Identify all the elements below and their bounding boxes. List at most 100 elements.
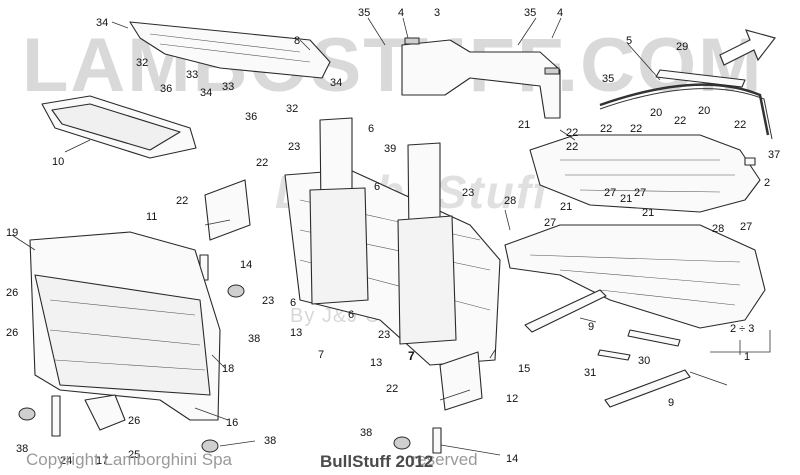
callout-38: 38	[264, 435, 276, 447]
direction-arrow-icon	[719, 29, 777, 66]
callout-3: 3	[434, 7, 440, 19]
part-19-bulkhead	[29, 231, 221, 421]
callout-22: 22	[674, 115, 686, 127]
callout-6: 6	[368, 123, 374, 135]
callout-2: 2	[764, 177, 770, 189]
callout-38: 38	[16, 443, 28, 455]
callout-6: 6	[348, 309, 354, 321]
part-6-column-right	[397, 142, 457, 345]
callout-23: 23	[378, 329, 390, 341]
copyright-owner: Copyright Lamborghini Spa	[26, 450, 233, 469]
callout-22: 22	[566, 141, 578, 153]
callout-13: 13	[370, 357, 382, 369]
callout-36: 36	[245, 111, 257, 123]
callout-27: 27	[544, 217, 556, 229]
callout-22: 22	[600, 123, 612, 135]
callout-33: 33	[186, 69, 198, 81]
callout-21: 21	[642, 207, 654, 219]
callout-26: 26	[6, 287, 18, 299]
callout-31: 31	[584, 367, 596, 379]
callout-8: 8	[294, 35, 300, 47]
callout-29: 29	[676, 41, 688, 53]
part-37-clip	[744, 157, 756, 166]
callout-22: 22	[734, 119, 746, 131]
part-8-top-beam	[129, 21, 331, 79]
callout-6: 6	[374, 181, 380, 193]
callout-25: 25	[128, 449, 140, 461]
callout-2-3: 2 ÷ 3	[730, 323, 754, 335]
callout-9: 9	[588, 321, 594, 333]
callout-27: 27	[740, 221, 752, 233]
callout-4: 4	[557, 7, 563, 19]
part-11-bracket	[204, 179, 251, 241]
callout-27: 27	[634, 187, 646, 199]
leader-lines	[11, 17, 741, 456]
callout-32: 32	[286, 103, 298, 115]
part-14-pin-lower	[432, 427, 442, 454]
callout-20: 20	[698, 105, 710, 117]
part-5-rail	[599, 83, 773, 140]
brand-stamp: BullStuff 2012	[320, 452, 434, 471]
callout-7: 7	[408, 349, 415, 363]
callout-30: 30	[638, 355, 650, 367]
callout-labels: 34 32 36 33 34 33 36 32 34 8 10 35 4 3 3…	[6, 7, 780, 467]
part-9-bar-upper	[524, 289, 607, 333]
callout-10: 10	[52, 156, 64, 168]
part-9-bar-lower	[604, 369, 691, 408]
part-38-grommets	[18, 284, 411, 453]
callout-21: 21	[620, 193, 632, 205]
callout-14: 14	[240, 259, 252, 271]
callout-22: 22	[630, 123, 642, 135]
callout-5: 5	[626, 35, 632, 47]
callout-6: 6	[290, 297, 296, 309]
part-24-rod	[51, 395, 61, 437]
callout-28: 28	[712, 223, 724, 235]
callout-27: 27	[604, 187, 616, 199]
part-29-strip	[655, 69, 746, 88]
callout-21: 21	[560, 201, 572, 213]
part-1-lower-tub	[504, 224, 766, 329]
callout-23: 23	[262, 295, 274, 307]
callout-28: 28	[504, 195, 516, 207]
callout-4: 4	[398, 7, 404, 19]
callout-1: 1	[744, 351, 750, 363]
callout-39: 39	[384, 143, 396, 155]
callout-18: 18	[222, 363, 234, 375]
callout-32: 32	[136, 57, 148, 69]
callout-22: 22	[256, 157, 268, 169]
callout-21: 21	[518, 119, 530, 131]
callout-38: 38	[360, 427, 372, 439]
callout-34: 34	[330, 77, 342, 89]
callout-26: 26	[128, 415, 140, 427]
callout-12: 12	[506, 393, 518, 405]
callout-17: 17	[96, 455, 108, 467]
part-10-tray	[41, 95, 197, 159]
callout-23: 23	[288, 141, 300, 153]
callout-7: 7	[318, 349, 324, 361]
callout-9: 9	[668, 397, 674, 409]
part-12-bracket	[439, 351, 483, 411]
callout-35: 35	[602, 73, 614, 85]
callout-16: 16	[226, 417, 238, 429]
callout-11: 11	[146, 211, 157, 223]
callout-23: 23	[462, 187, 474, 199]
callout-13: 13	[290, 327, 302, 339]
callout-34: 34	[96, 17, 108, 29]
part-17-motor	[84, 394, 126, 431]
callout-34: 34	[200, 87, 212, 99]
part-31-bar	[597, 349, 631, 361]
callout-22: 22	[176, 195, 188, 207]
callout-22: 22	[386, 383, 398, 395]
part-2-upper-tub	[529, 134, 761, 213]
callout-36: 36	[160, 83, 172, 95]
callout-19: 19	[6, 227, 18, 239]
callout-15: 15	[518, 363, 530, 375]
callout-26: 26	[6, 327, 18, 339]
copyright-tail: reserved	[411, 450, 478, 469]
part-30-bar	[627, 329, 681, 347]
callout-20: 20	[650, 107, 662, 119]
callout-14: 14	[506, 453, 518, 465]
copyright-text: Copyright Lamborghini Spa reserved	[26, 450, 478, 470]
